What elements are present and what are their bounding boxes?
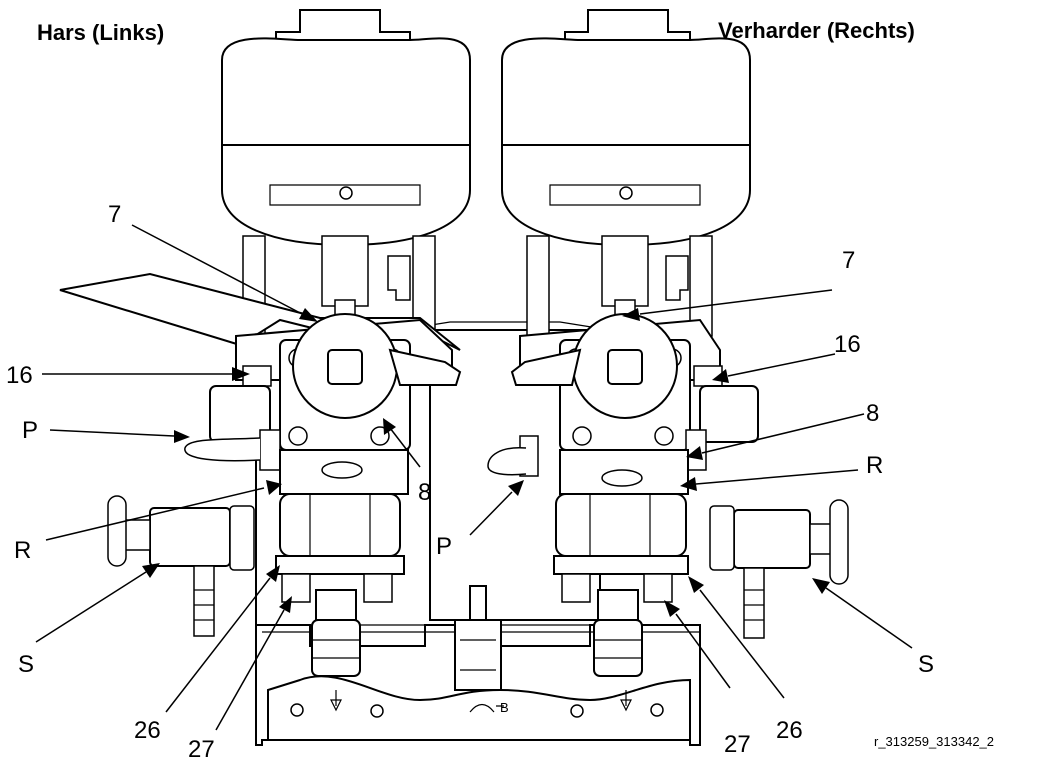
right-pump-hardener xyxy=(487,9,849,677)
callout-right-26: 26 xyxy=(776,717,803,744)
left-pump-resin xyxy=(59,9,471,677)
center-flow-mark: B xyxy=(500,700,509,715)
callout-left-R: R xyxy=(14,537,31,564)
right-valve-handle xyxy=(510,348,582,386)
callout-left-S: S xyxy=(18,651,34,678)
callout-leaders xyxy=(35,224,913,731)
callout-left-8: 8 xyxy=(418,479,431,506)
center-fitting xyxy=(469,585,487,621)
callout-right-7: 7 xyxy=(842,247,855,274)
heading-hardener-right: Verharder (Rechts) xyxy=(718,18,915,43)
callout-right-16: 16 xyxy=(834,331,861,358)
callout-left-P: P xyxy=(22,417,38,444)
callout-right-8: 8 xyxy=(866,400,879,427)
center-valve-body xyxy=(454,619,502,691)
callout-right-P: P xyxy=(436,533,452,560)
callout-left-26: 26 xyxy=(134,717,161,744)
callout-right-R: R xyxy=(866,452,883,479)
figure-id: r_313259_313342_2 xyxy=(874,734,994,749)
callout-left-16: 16 xyxy=(6,362,33,389)
heading-resin-left: Hars (Links) xyxy=(37,20,164,45)
callout-left-27: 27 xyxy=(188,736,215,760)
callout-right-S: S xyxy=(918,651,934,678)
callout-right-27: 27 xyxy=(724,731,751,758)
callout-left-7: 7 xyxy=(108,201,121,228)
left-valve-handle xyxy=(388,348,462,386)
